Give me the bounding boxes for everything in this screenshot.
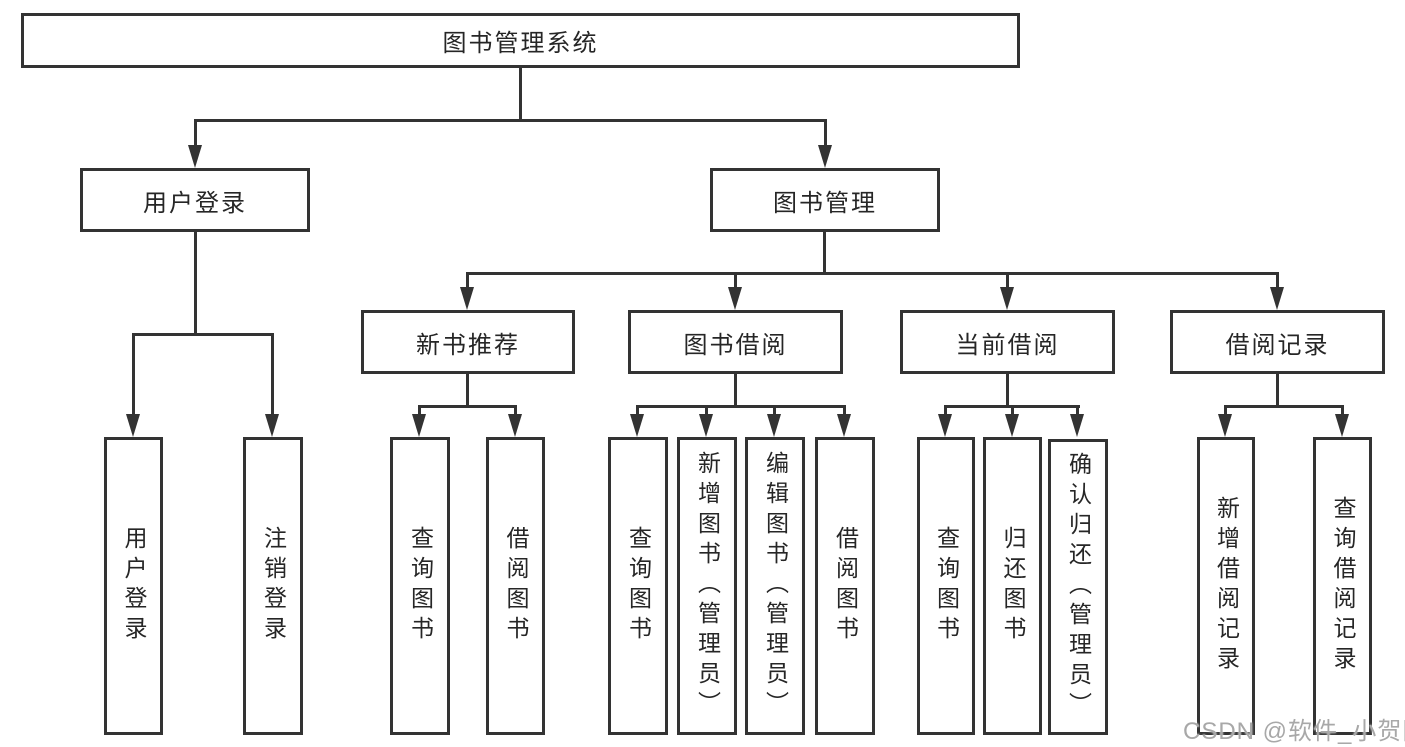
connector-vline [519, 68, 522, 122]
leaf-confirm-return-admin-label: 确认归还（管理员） [1065, 452, 1092, 722]
leaf-borrow-book-recommend-label: 借阅图书 [503, 526, 529, 646]
arrowhead-down-icon [126, 414, 140, 437]
connector-vline [1006, 272, 1009, 289]
connector-vline [824, 119, 827, 147]
arrowhead-down-icon [508, 414, 522, 437]
node-book-borrow: 图书借阅 [628, 310, 843, 374]
leaf-query-book-recommend: 查询图书 [390, 437, 450, 735]
arrowhead-down-icon [767, 414, 781, 437]
connector-vline [466, 272, 469, 289]
connector-vline [514, 405, 517, 416]
connector-hline [132, 333, 274, 336]
arrowhead-down-icon [938, 414, 952, 437]
arrowhead-down-icon [699, 414, 713, 437]
connector-hline [194, 119, 827, 122]
arrowhead-down-icon [188, 145, 202, 168]
leaf-add-borrow-record-label: 新增借阅记录 [1213, 496, 1240, 676]
arrowhead-down-icon [1000, 287, 1014, 310]
leaf-return-book-label: 归还图书 [1000, 526, 1026, 646]
connector-vline [843, 405, 846, 416]
node-borrow-records: 借阅记录 [1170, 310, 1385, 374]
connector-vline [194, 232, 197, 335]
node-root: 图书管理系统 [21, 13, 1020, 68]
arrowhead-down-icon [1270, 287, 1284, 310]
leaf-add-book-admin-label: 新增图书（管理员） [694, 451, 721, 721]
leaf-query-borrow-record-label: 查询借阅记录 [1330, 496, 1356, 676]
arrowhead-down-icon [1005, 414, 1019, 437]
leaf-borrow-book-recommend: 借阅图书 [486, 437, 545, 735]
connector-vline [1276, 272, 1279, 289]
node-current-borrow: 当前借阅 [900, 310, 1115, 374]
connector-vline [705, 405, 708, 416]
leaf-user-login: 用户登录 [104, 437, 163, 735]
connector-vline [1006, 374, 1009, 408]
connector-hline [1224, 405, 1342, 408]
leaf-query-book-recommend-label: 查询图书 [407, 526, 434, 646]
connector-vline [734, 374, 737, 408]
connector-vline [271, 333, 274, 416]
leaf-query-borrow-record: 查询借阅记录 [1313, 437, 1372, 735]
arrowhead-down-icon [1218, 414, 1232, 437]
leaf-logout: 注销登录 [243, 437, 303, 735]
node-book-management: 图书管理 [710, 168, 940, 232]
leaf-borrow-book-label: 借阅图书 [832, 526, 859, 646]
leaf-query-book-borrow: 查询图书 [608, 437, 668, 735]
connector-hline [418, 405, 517, 408]
connector-vline [418, 405, 421, 416]
arrowhead-down-icon [412, 414, 426, 437]
node-user-login-label: 用户登录 [143, 189, 247, 217]
arrowhead-down-icon [630, 414, 644, 437]
leaf-logout-label: 注销登录 [260, 526, 287, 646]
connector-vline [944, 405, 947, 416]
node-borrow-records-label: 借阅记录 [1225, 331, 1330, 359]
connector-hline [636, 405, 846, 408]
connector-vline [1341, 405, 1344, 416]
leaf-add-book-admin: 新增图书（管理员） [677, 437, 737, 735]
connector-vline [823, 232, 826, 275]
node-new-book-recommend: 新书推荐 [361, 310, 575, 374]
leaf-edit-book-admin: 编辑图书（管理员） [745, 437, 805, 735]
connector-vline [194, 119, 197, 147]
connector-vline [1224, 405, 1227, 416]
leaf-borrow-book: 借阅图书 [815, 437, 875, 735]
leaf-query-book-current: 查询图书 [917, 437, 975, 735]
leaf-add-borrow-record: 新增借阅记录 [1197, 437, 1255, 735]
connector-vline [773, 405, 776, 416]
arrowhead-down-icon [728, 287, 742, 310]
leaf-return-book: 归还图书 [983, 437, 1042, 735]
arrowhead-down-icon [818, 145, 832, 168]
arrowhead-down-icon [1335, 414, 1349, 437]
connector-vline [1076, 405, 1079, 416]
leaf-query-book-borrow-label: 查询图书 [625, 526, 652, 646]
arrowhead-down-icon [1070, 414, 1084, 437]
connector-vline [132, 333, 135, 416]
arrowhead-down-icon [460, 287, 474, 310]
connector-vline [636, 405, 639, 416]
leaf-user-login-label: 用户登录 [121, 526, 147, 646]
node-current-borrow-label: 当前借阅 [955, 331, 1060, 359]
connector-vline [734, 272, 737, 289]
connector-vline [1276, 374, 1279, 408]
node-book-management-label: 图书管理 [773, 189, 877, 217]
csdn-watermark: CSDN @软件_小贺同学 [1183, 718, 1405, 745]
connector-hline [466, 272, 1279, 275]
node-user-login: 用户登录 [80, 168, 310, 232]
node-book-borrow-label: 图书借阅 [683, 331, 788, 359]
leaf-query-book-current-label: 查询图书 [933, 526, 960, 646]
connector-vline [466, 374, 469, 408]
leaf-edit-book-admin-label: 编辑图书（管理员） [762, 451, 789, 721]
connector-vline [1011, 405, 1014, 416]
node-root-label: 图书管理系统 [442, 30, 599, 57]
arrowhead-down-icon [837, 414, 851, 437]
leaf-confirm-return-admin: 确认归还（管理员） [1048, 439, 1108, 735]
arrowhead-down-icon [265, 414, 279, 437]
node-new-book-recommend-label: 新书推荐 [416, 331, 520, 359]
